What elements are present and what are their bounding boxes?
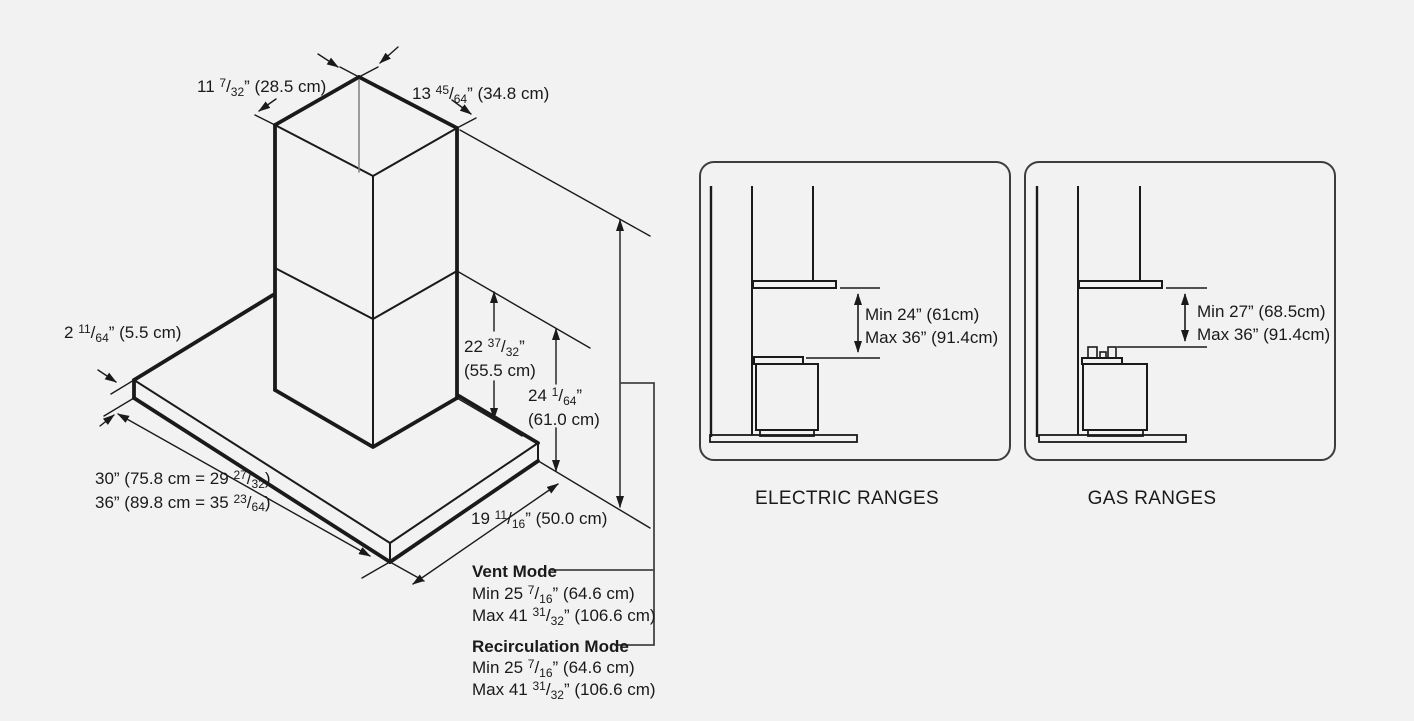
gas-clearance-max: Max 36” (91.4cm) xyxy=(1197,324,1331,344)
recirculation-mode-max: Max 41 31/32” (106.6 cm) xyxy=(472,679,656,702)
gas-panel-art xyxy=(1024,161,1336,461)
duct-total-label: 24 1/64” (61.0 cm) xyxy=(528,385,600,430)
hood-canopy xyxy=(1078,280,1163,289)
dim-hood-width xyxy=(117,413,371,557)
cooktop xyxy=(753,356,804,365)
vent-mode-max: Max 41 31/32” (106.6 cm) xyxy=(472,605,656,628)
ext-chimney-top xyxy=(459,129,651,237)
recirculation-mode-min: Min 25 7/16” (64.6 cm) xyxy=(472,657,635,680)
vent-mode-title: Vent Mode xyxy=(472,562,558,581)
floor-line xyxy=(709,434,858,443)
burner-grate xyxy=(1107,346,1117,359)
arrow-width-b xyxy=(451,99,472,115)
range-body xyxy=(1082,363,1148,431)
range-body xyxy=(755,363,819,431)
electric-clearance-max: Max 36” (91.4cm) xyxy=(865,327,999,347)
base-thickness-label: 2 11/64” (5.5 cm) xyxy=(64,322,182,345)
dimension-lines xyxy=(97,46,655,646)
gas-panel-title: GAS RANGES xyxy=(1087,488,1217,509)
arrow-width-a xyxy=(379,46,399,64)
ext-chimney-base xyxy=(456,397,523,437)
vent-mode-min: Min 25 7/16” (64.6 cm) xyxy=(472,583,635,606)
hood-width-36: 36” (89.8 cm = 35 23/64) xyxy=(95,491,271,515)
recirculation-mode-title: Recirculation Mode xyxy=(472,637,629,656)
electric-clearance-label: Min 24” (61cm) Max 36” (91.4cm) xyxy=(865,304,998,349)
duct-total-line1: 24 1/64” xyxy=(528,385,583,408)
hood-depth-label: 19 11/16” (50.0 cm) xyxy=(471,508,608,531)
mode-bracket xyxy=(551,382,655,646)
electric-panel-title: ELECTRIC RANGES xyxy=(755,488,939,509)
electric-panel-frame xyxy=(699,161,1011,461)
hood-canopy xyxy=(752,280,837,289)
floor-line xyxy=(1038,434,1187,443)
arrow-depth-a xyxy=(317,53,339,68)
duct-lower-line2: (55.5 cm) xyxy=(464,360,536,380)
gas-panel-frame xyxy=(1024,161,1336,461)
hood-width-label: 30” (75.8 cm = 29 27/32) 36” (89.8 cm = … xyxy=(95,468,271,515)
electric-clearance-min: Min 24” (61cm) xyxy=(865,305,980,324)
arrow-thickness-b xyxy=(99,414,115,427)
range-base xyxy=(759,429,815,437)
chimney-seam xyxy=(274,267,458,320)
duct-lower-line1: 22 37/32” xyxy=(464,336,525,359)
range-base xyxy=(1087,429,1144,437)
ext-seam xyxy=(456,270,591,349)
dim-hood-depth xyxy=(412,483,559,585)
duct-total-line2: (61.0 cm) xyxy=(528,409,600,429)
chimney-depth-label: 11 7/32” (28.5 cm) xyxy=(197,76,327,99)
chimney-width-label: 13 45/64” (34.8 cm) xyxy=(412,83,550,106)
hood-width-30: 30” (75.8 cm = 29 27/32) xyxy=(95,468,271,491)
duct-lower-label: 22 37/32” (55.5 cm) xyxy=(464,336,536,381)
burner-grate xyxy=(1087,346,1098,359)
gas-clearance-min: Min 27” (68.5cm) xyxy=(1197,302,1326,321)
arrow-depth-b xyxy=(258,98,277,112)
electric-panel-art xyxy=(699,161,1011,461)
gas-clearance-label: Min 27” (68.5cm) Max 36” (91.4cm) xyxy=(1197,301,1330,346)
arrow-thickness-a xyxy=(97,369,117,383)
ext-base-bottom xyxy=(539,461,651,529)
